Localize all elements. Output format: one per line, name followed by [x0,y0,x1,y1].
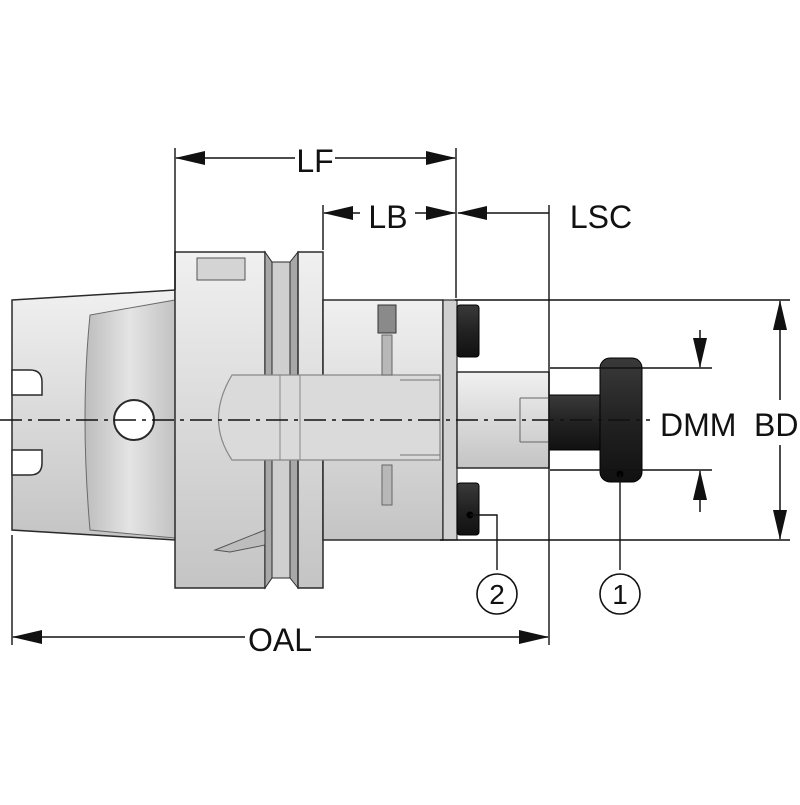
callout-1-number: 1 [612,579,628,610]
callout-1: 1 [599,573,641,615]
lf-label: LF [296,143,333,179]
callout-leaders [470,474,621,570]
bd-label: BD [754,407,798,443]
dimension-lines [12,151,787,644]
lsc-label: LSC [570,199,632,235]
callout-2: 2 [476,573,518,615]
dmm-label: DMM [660,407,736,443]
hsk-shank [11,289,176,541]
callout-2-number: 2 [489,579,505,610]
lb-label: LB [368,199,407,235]
extension-lines [11,148,790,645]
oal-label: OAL [248,622,312,658]
